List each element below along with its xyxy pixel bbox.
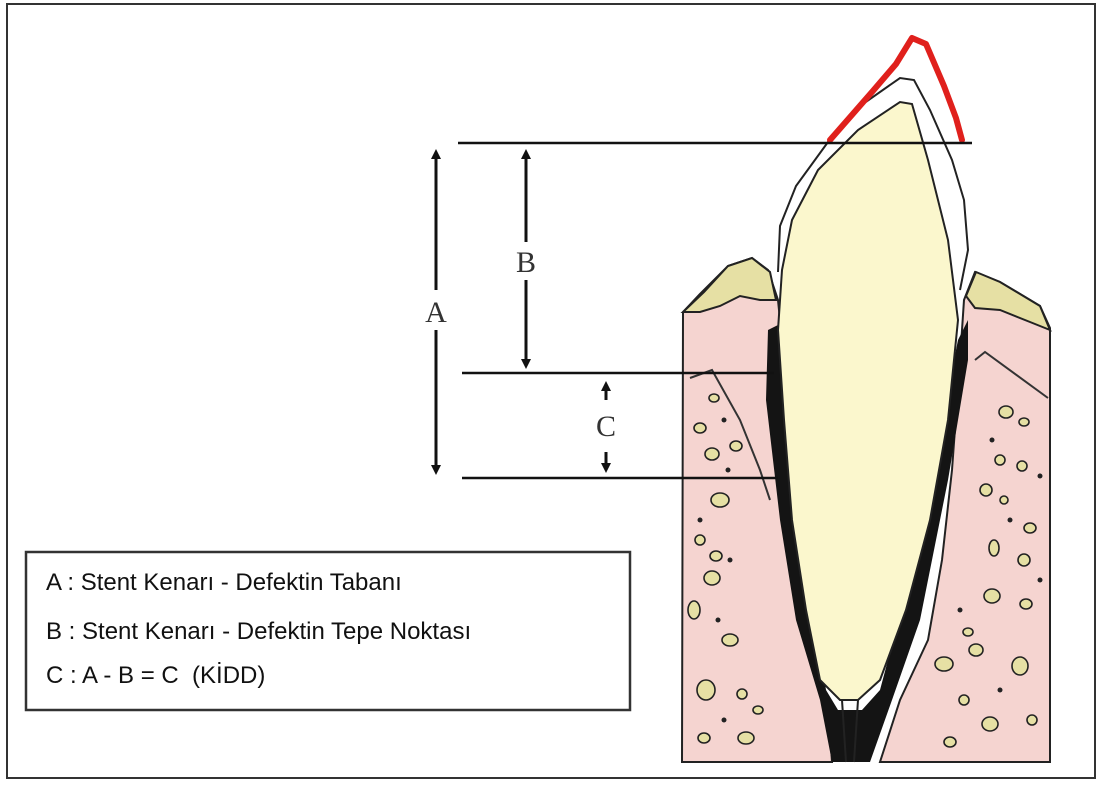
label-b: B xyxy=(516,246,536,279)
legend: A : Stent Kenarı - Defektin Tabanı B : S… xyxy=(26,552,630,710)
legend-item-c: C : A - B = C (KİDD) xyxy=(46,662,265,689)
legend-item-a: A : Stent Kenarı - Defektin Tabanı xyxy=(46,569,402,596)
label-a: A xyxy=(425,296,447,329)
label-c: C xyxy=(596,410,616,443)
legend-item-b: B : Stent Kenarı - Defektin Tepe Noktası xyxy=(46,618,471,645)
